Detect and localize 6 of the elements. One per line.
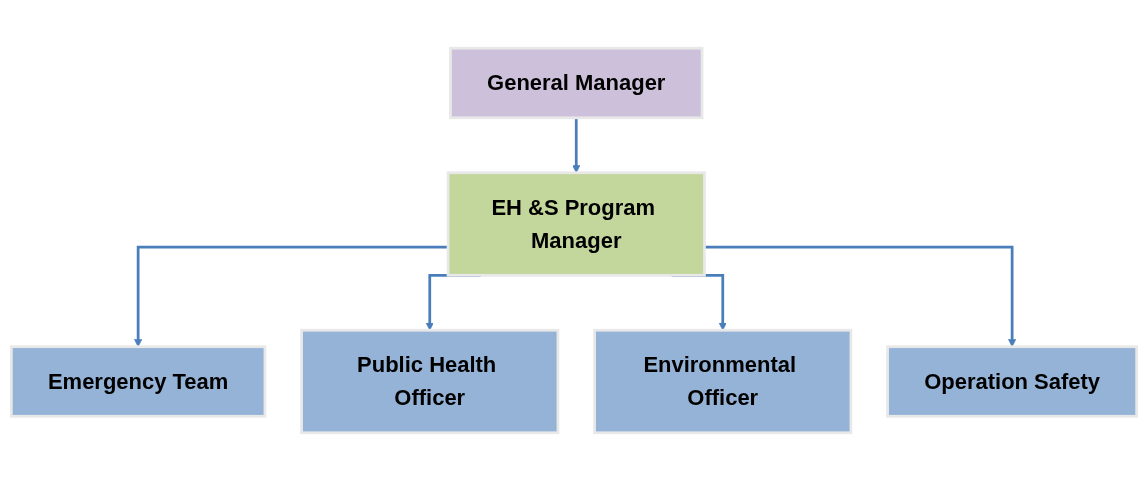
node-box: Public Health Officer [300, 328, 560, 435]
node-box: Operation Safety [886, 345, 1139, 418]
node-box: Emergency Team [9, 345, 267, 418]
node-box: Environmental Officer [593, 328, 853, 435]
node-box: EH &S Program Manager [446, 171, 706, 277]
node-box: General Manager [449, 46, 704, 120]
